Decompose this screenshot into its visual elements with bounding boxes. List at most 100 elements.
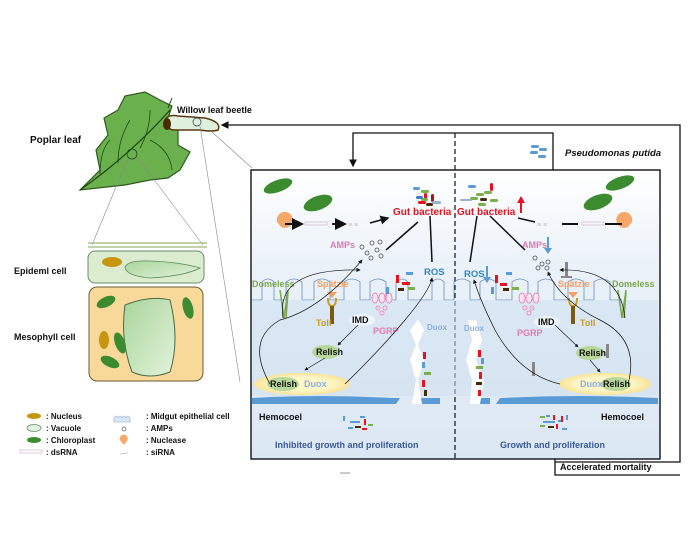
signal-arrow <box>259 259 363 385</box>
hemocoel-label: Hemocoel <box>259 412 302 422</box>
duox-nucleus-label: Duox <box>580 379 603 389</box>
mortality-arrow <box>220 121 681 463</box>
legend: : Nucleus : Vacuole : Chloroplast : dsRN… <box>19 412 230 457</box>
relish-label: Relish <box>579 348 606 358</box>
dsrna-icon <box>581 221 605 226</box>
pgrp-receptor <box>518 292 540 316</box>
hemocoel-bacteria <box>343 416 373 430</box>
signal-arrow <box>281 267 361 319</box>
signal-arrow <box>344 277 434 385</box>
spatzle-label: Spätzle <box>558 279 590 289</box>
legend-label: : Chloroplast <box>46 436 96 445</box>
zoom-line <box>211 131 253 169</box>
right-panel: ≡ ≡ Gut bacteria AMPs ROS <box>457 175 655 450</box>
pathway-arrow <box>369 215 390 225</box>
zoom-line <box>137 157 204 246</box>
inhibition-line <box>429 215 433 263</box>
relish-bubble <box>576 346 604 360</box>
bacteria-membrane <box>386 272 415 294</box>
gut-bacteria-label: Gut bacteria <box>393 207 452 218</box>
decrease-arrow-icon <box>544 237 552 254</box>
mortality-box <box>554 459 680 476</box>
epidermal-cell-label: Epideml cell <box>14 266 67 276</box>
signal-arrow <box>472 279 561 385</box>
basement-membrane <box>496 396 658 404</box>
toll-receptor <box>568 292 578 324</box>
signal-arrow <box>337 324 359 346</box>
pgrp-receptor <box>371 292 393 316</box>
toll-receptor <box>327 292 337 324</box>
bacteria-membrane <box>491 272 519 294</box>
basement-membrane <box>252 396 400 404</box>
hemocoel-label: Hemocoel <box>601 412 644 422</box>
legend-label: : Midgut epithelial cell <box>146 412 230 421</box>
right-outcome-label: Growth and proliferation <box>500 440 605 450</box>
domeless-label: Domeless <box>252 279 295 289</box>
spatzle-label: Spätzle <box>317 279 349 289</box>
left-panel: ≡ ≡ Gut bacteria AMPs ROS Domeless Spät <box>252 178 452 450</box>
gut-bacteria-cluster <box>460 183 498 206</box>
imd-label: IMD <box>352 315 369 325</box>
pgrp-label: PGRP <box>517 328 543 338</box>
nucleus-icon <box>102 257 122 267</box>
bacteria-leak <box>476 350 484 396</box>
poplar-leaf-label: Poplar leaf <box>30 135 82 146</box>
inhibition-line <box>385 221 419 251</box>
sirna-icon: ≡ ≡ <box>537 222 547 229</box>
mesophyll-cell-label: Mesophyll cell <box>14 332 76 342</box>
dsrna-icon <box>19 449 43 454</box>
chloroplast-icon <box>605 175 635 191</box>
imd-label: IMD <box>538 317 555 327</box>
signal-arrow <box>559 267 626 319</box>
sirna-icon <box>119 452 129 455</box>
inhibition-bar-icon <box>532 362 535 376</box>
chloroplast-icon <box>263 178 293 194</box>
nuclease-icon <box>119 434 128 445</box>
pathway-arrow <box>349 132 554 170</box>
decrease-arrow-icon <box>483 266 491 283</box>
epithelial-gap <box>410 320 424 404</box>
nucleus-icon <box>27 413 41 419</box>
willow-leaf-beetle-illustration <box>163 114 220 132</box>
epidermal-cell <box>87 250 205 284</box>
inhibition-bar-icon <box>565 262 568 276</box>
inhibition-line <box>469 215 478 263</box>
zoom-line <box>91 157 129 246</box>
pgrp-label: PGRP <box>373 326 399 336</box>
mesophyll-cell <box>88 286 204 382</box>
basement-membrane <box>418 398 440 404</box>
amps-icon <box>359 239 384 261</box>
legend-label: : Nuclease <box>146 436 187 445</box>
accelerated-mortality-label: Accelerated mortality <box>560 462 652 472</box>
gut-bacteria-cluster <box>413 187 441 206</box>
amps-icon <box>121 426 127 432</box>
duox-nucleus-label: Duox <box>304 379 327 389</box>
chloroplast-icon <box>27 437 41 443</box>
toll-label: Toll <box>580 318 595 328</box>
signal-arrow <box>547 271 632 385</box>
chloroplast-icon <box>583 193 613 211</box>
zoom-line <box>199 125 241 383</box>
inhibition-line <box>517 217 536 223</box>
pseudomonas-putida-bacteria <box>530 145 547 158</box>
signal-arrow <box>554 324 579 348</box>
domeless-label: Domeless <box>612 279 655 289</box>
midgut-epithelial-cell-icon <box>113 415 131 423</box>
relish-bubble <box>312 345 340 359</box>
legend-label: : Vacuole <box>46 424 82 433</box>
amps-label: AMPs <box>522 240 547 250</box>
duox-membrane-label: Duox <box>464 324 485 333</box>
relish-label: Relish <box>316 347 343 357</box>
legend-label: : siRNA <box>146 448 175 457</box>
amps-label: AMPs <box>330 240 355 250</box>
inhibition-bar-icon <box>606 344 609 358</box>
ros-label: ROS <box>464 269 485 280</box>
toll-label: Toll <box>316 318 331 328</box>
hemocoel-bacteria <box>540 415 568 430</box>
vacuole-icon <box>26 424 42 432</box>
bacteria-leak <box>422 352 431 396</box>
chloroplast-icon <box>303 194 333 212</box>
duox-membrane-label: Duox <box>427 323 448 332</box>
willow-leaf-beetle-label: Willow leaf beetle <box>177 105 252 115</box>
pseudomonas-putida-label: Pseudomonas putida <box>565 148 661 159</box>
